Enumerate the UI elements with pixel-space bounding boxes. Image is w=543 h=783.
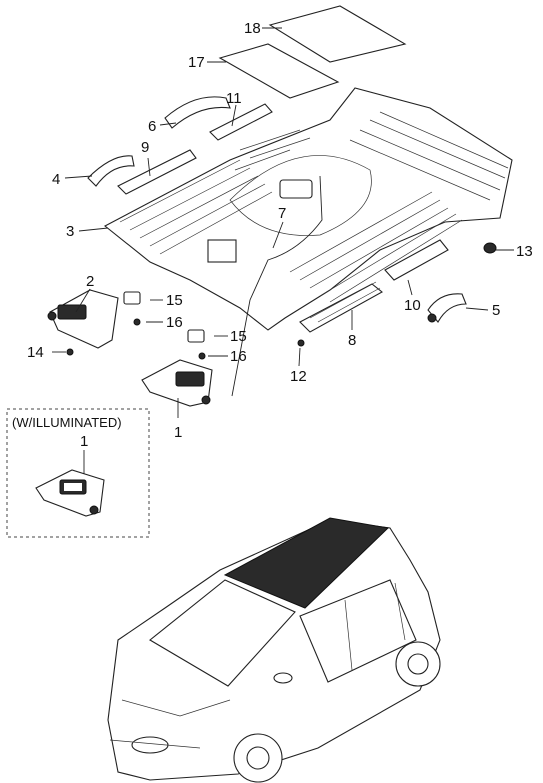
- callout-7: 7: [278, 205, 286, 222]
- leader-lines: [52, 27, 514, 474]
- callout-17: 17: [188, 54, 205, 71]
- headlining-texture: [119, 111, 509, 303]
- assist-handle: [164, 96, 231, 129]
- callout-16b: 16: [230, 348, 247, 365]
- callout-11: 11: [226, 90, 242, 107]
- headlining: [104, 87, 513, 331]
- side-mirror: [273, 672, 293, 684]
- illuminated-option-box: (W/ILLUMINATED) 1: [6, 408, 150, 538]
- callout-8: 8: [348, 332, 356, 349]
- callout-1-illuminated: 1: [80, 433, 88, 450]
- illuminated-sunvisor: [35, 469, 105, 517]
- callout-13: 13: [516, 243, 533, 260]
- callout-5: 5: [492, 302, 500, 319]
- side-windows: [299, 579, 417, 683]
- callout-12: 12: [290, 368, 307, 385]
- windshield: [149, 579, 296, 687]
- sunvisor-2: [47, 289, 119, 349]
- bracket-10: [384, 239, 449, 281]
- roof-pad-18: [268, 5, 407, 63]
- callout-16a: 16: [166, 314, 183, 331]
- clip-13: [483, 242, 497, 254]
- room-lamp-5: [427, 293, 467, 323]
- screw-14: [66, 348, 74, 356]
- callout-3: 3: [66, 223, 74, 240]
- callout-9: 9: [141, 139, 149, 156]
- option-box-label: (W/ILLUMINATED): [12, 415, 122, 430]
- vehicle-illustration: [107, 517, 441, 783]
- callout-2: 2: [86, 273, 94, 290]
- sunvisor-1: [141, 359, 213, 407]
- visor-holder-15a: [123, 291, 141, 305]
- sunroof-glass: [223, 517, 390, 609]
- wiring-harness: [231, 175, 323, 397]
- callout-6: 6: [148, 118, 156, 135]
- callout-15b: 15: [230, 328, 247, 345]
- callout-4: 4: [52, 171, 60, 188]
- callout-labels: 18 17 6 11 4 9 3 7 2 15 16 15 16 14 1 12…: [27, 20, 533, 441]
- bracket-9: [117, 149, 197, 195]
- bracket-8: [299, 281, 383, 333]
- assist-handle-left: [87, 155, 135, 187]
- callout-1: 1: [174, 424, 182, 441]
- screw-16a: [133, 318, 141, 326]
- callout-18: 18: [244, 20, 261, 37]
- bracket-11: [209, 103, 273, 141]
- roof-pad-17: [218, 43, 340, 99]
- screw-16b: [198, 352, 206, 360]
- callout-10: 10: [404, 297, 421, 314]
- visor-holder-15b: [187, 329, 205, 343]
- callout-14: 14: [27, 344, 44, 361]
- clip-12: [297, 339, 305, 347]
- callout-15a: 15: [166, 292, 183, 309]
